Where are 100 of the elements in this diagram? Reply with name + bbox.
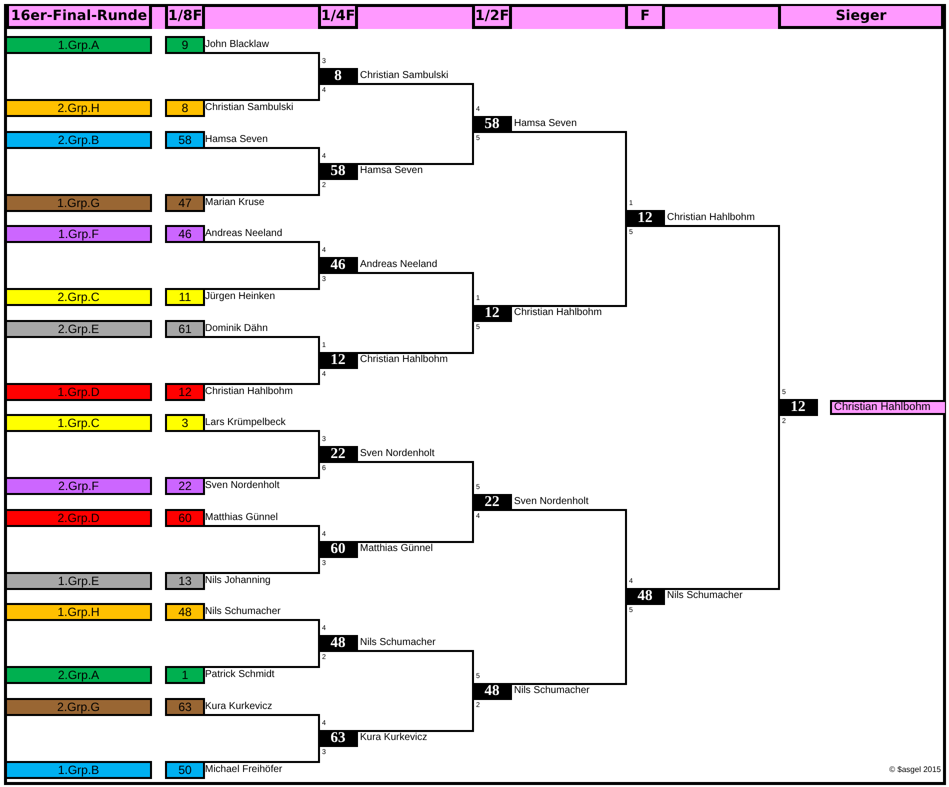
bracket-line: [358, 511, 474, 543]
player-name: Sven Nordenholt: [360, 448, 434, 459]
seed-number: 63: [177, 700, 193, 714]
group-label: 1.Grp.B: [7, 761, 152, 779]
player-name: Christian Hahlbohm: [360, 354, 448, 365]
match-box: [778, 399, 818, 416]
match-number: 8: [333, 68, 343, 85]
match-number: 22: [330, 446, 346, 463]
bracket-line: [205, 336, 320, 352]
match-number: 48: [636, 588, 654, 605]
bracket-line: [205, 52, 320, 68]
group-label: 2.Grp.B: [7, 131, 152, 149]
player-name: Michael Freihöfer: [205, 763, 282, 777]
match-number: 12: [790, 399, 806, 416]
seed-number: 22: [177, 479, 193, 493]
seed-number: 9: [180, 38, 190, 52]
group-label: 2.Grp.F: [7, 477, 152, 495]
match-number: 12: [330, 352, 346, 369]
match-number: 46: [330, 257, 346, 274]
bracket-line: [205, 525, 320, 541]
player-name: Patrick Schmidt: [205, 668, 274, 682]
bracket-line: [205, 85, 320, 101]
player-name: Christian Hahlbohm: [667, 212, 755, 223]
player-name: Christian Sambulski: [205, 101, 294, 115]
copyright-note: © $asgel 2015: [889, 765, 941, 774]
player-name: Kura Kurkevicz: [360, 732, 428, 743]
bracket-line: [512, 509, 627, 588]
player-name: Nils Schumacher: [667, 590, 743, 601]
seed-number: 50: [177, 763, 193, 777]
match-number: 58: [484, 116, 500, 133]
match-number: 63: [330, 730, 346, 747]
column-header: 1/8F: [165, 6, 205, 29]
seed-number: 3: [180, 416, 190, 430]
column-header: 16er-Final-Runde: [6, 6, 152, 29]
bracket-line: [358, 83, 474, 116]
seed-number: 8: [180, 101, 190, 115]
player-name: Lars Krümpelbeck: [205, 416, 286, 430]
player-name: Nils Schumacher: [360, 637, 436, 648]
bracket-line: [665, 225, 780, 399]
match-number: 58: [330, 163, 346, 180]
player-name: Matthias Günnel: [360, 543, 433, 554]
bracket-line: [205, 369, 320, 385]
seed-number: 13: [177, 574, 193, 588]
bracket-line: [358, 133, 474, 165]
bracket-line: [205, 747, 320, 763]
match-number: 22: [484, 494, 500, 511]
group-label: 1.Grp.H: [7, 603, 152, 621]
column-header: Sieger: [778, 6, 944, 29]
player-name: Christian Hahlbohm: [205, 385, 293, 399]
bracket-line: [205, 180, 320, 196]
group-label: 2.Grp.H: [7, 99, 152, 117]
player-name: John Blacklaw: [205, 38, 269, 52]
seed-number: 48: [177, 605, 193, 619]
match-number: 12: [484, 305, 500, 322]
group-label: 2.Grp.G: [7, 698, 152, 716]
player-name: Marian Kruse: [205, 196, 264, 210]
seed-number: 58: [177, 133, 193, 147]
seed-number: 12: [177, 385, 193, 399]
group-label: 2.Grp.E: [7, 320, 152, 338]
group-label: 2.Grp.D: [7, 509, 152, 527]
match-number: 60: [330, 541, 346, 558]
bracket-line: [358, 322, 474, 354]
column-header: F: [625, 6, 665, 29]
bracket-line: [205, 147, 320, 163]
player-name: Hamsa Seven: [205, 133, 268, 147]
player-name: Hamsa Seven: [360, 165, 423, 176]
match-number: 48: [330, 635, 346, 652]
player-name: Andreas Neeland: [360, 259, 438, 270]
player-name: Sven Nordenholt: [514, 496, 588, 507]
bracket-line: [205, 274, 320, 290]
bracket-line: [205, 619, 320, 635]
group-label: 1.Grp.G: [7, 194, 152, 212]
seed-number: 60: [177, 511, 193, 525]
bracket-line: [358, 272, 474, 305]
group-label: 1.Grp.A: [7, 36, 152, 54]
match-number: 12: [636, 210, 654, 227]
player-name: Christian Sambulski: [360, 70, 448, 81]
seed-number: 11: [178, 290, 192, 304]
group-label: 1.Grp.E: [7, 572, 152, 590]
player-name: Hamsa Seven: [514, 118, 577, 129]
group-label: 1.Grp.D: [7, 383, 152, 401]
player-name: Dominik Dähn: [205, 322, 268, 336]
player-name: Sven Nordenholt: [205, 479, 280, 493]
bracket-line: [512, 131, 627, 210]
bracket-line: [205, 241, 320, 257]
bracket-line: [358, 700, 474, 732]
group-label: 2.Grp.A: [7, 666, 152, 684]
bracket-line: [205, 714, 320, 730]
column-header: 1/2F: [472, 6, 512, 29]
group-label: 2.Grp.C: [7, 288, 152, 306]
bracket-line: [512, 227, 627, 307]
bracket-line: [205, 463, 320, 479]
seed-number: 61: [177, 322, 193, 336]
seed-number: 46: [177, 227, 193, 241]
seed-number: 1: [180, 668, 190, 682]
player-name: Kura Kurkevicz: [205, 700, 272, 714]
bracket-line: [205, 430, 320, 446]
bracket-line: [205, 558, 320, 574]
group-label: 1.Grp.F: [7, 225, 152, 243]
bracket-line: [205, 652, 320, 668]
